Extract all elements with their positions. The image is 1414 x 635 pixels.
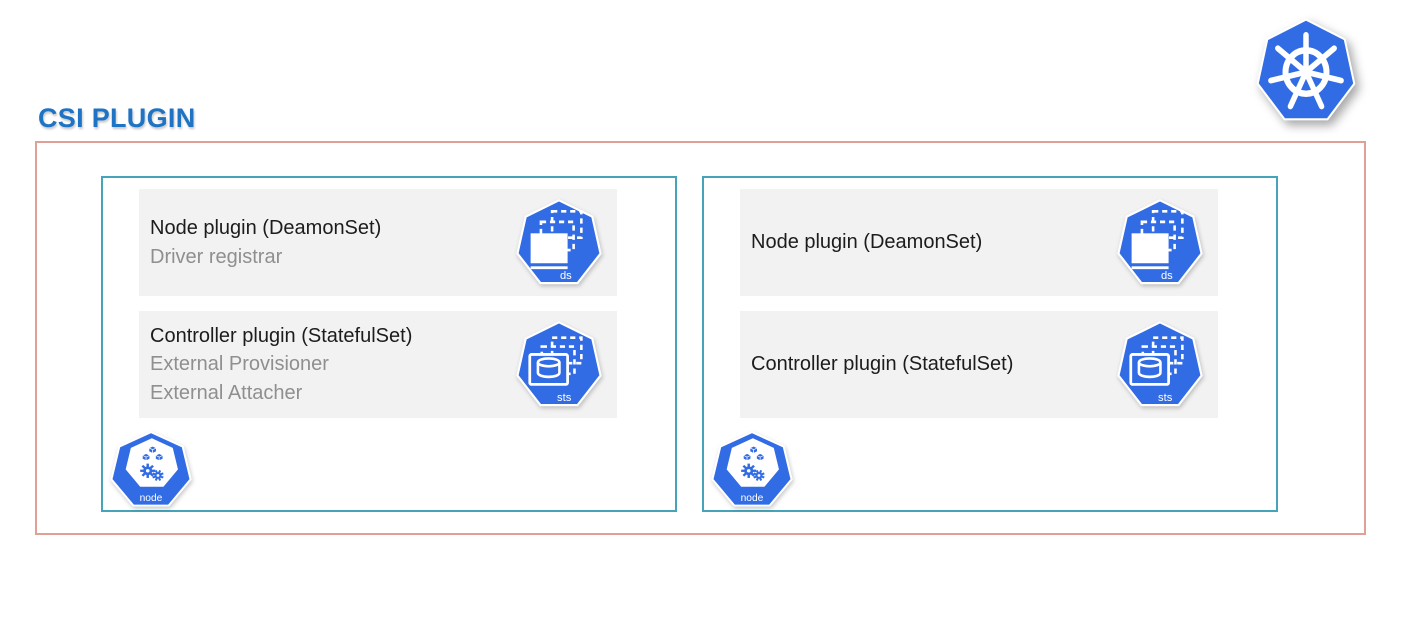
- card-text-block: Node plugin (DeamonSet) Driver registrar: [139, 214, 516, 271]
- statefulset-icon-label: sts: [557, 391, 572, 403]
- card-subtitle: External Provisioner: [150, 353, 329, 376]
- card-subtitle: Driver registrar: [150, 245, 283, 268]
- kubernetes-node-icon: node: [110, 431, 192, 507]
- card-text-block: Controller plugin (StatefulSet) External…: [139, 322, 516, 407]
- daemonset-icon: ds: [1117, 198, 1203, 284]
- card-title: Node plugin (DeamonSet): [751, 231, 983, 254]
- statefulset-icon: sts: [516, 320, 602, 406]
- daemonset-icon: ds: [516, 198, 602, 284]
- node-icon-label: node: [741, 493, 764, 504]
- daemonset-icon-label: ds: [560, 269, 572, 281]
- card-text-block: Node plugin (DeamonSet): [740, 228, 1117, 256]
- controller-plugin-card: Controller plugin (StatefulSet) sts: [740, 311, 1218, 418]
- kubernetes-logo-icon: [1256, 18, 1356, 121]
- card-title: Node plugin (DeamonSet): [150, 217, 382, 240]
- statefulset-icon-label: sts: [1158, 391, 1173, 403]
- controller-plugin-card: Controller plugin (StatefulSet) External…: [139, 311, 617, 418]
- csi-plugin-boundary-box: [35, 141, 1366, 535]
- node-panel-right: Node plugin (DeamonSet) ds Controller pl…: [702, 176, 1278, 512]
- card-title: Controller plugin (StatefulSet): [751, 353, 1014, 376]
- statefulset-icon: sts: [1117, 320, 1203, 406]
- node-plugin-card: Node plugin (DeamonSet) ds: [740, 189, 1218, 296]
- node-icon-label: node: [140, 493, 163, 504]
- kubernetes-node-icon: node: [711, 431, 793, 507]
- diagram-title: CSI PLUGIN: [38, 103, 196, 133]
- node-panel-left: Node plugin (DeamonSet) Driver registrar…: [101, 176, 677, 512]
- card-title: Controller plugin (StatefulSet): [150, 324, 413, 347]
- daemonset-icon-label: ds: [1161, 269, 1173, 281]
- card-subtitle: External Attacher: [150, 381, 303, 404]
- node-plugin-card: Node plugin (DeamonSet) Driver registrar…: [139, 189, 617, 296]
- card-text-block: Controller plugin (StatefulSet): [740, 350, 1117, 378]
